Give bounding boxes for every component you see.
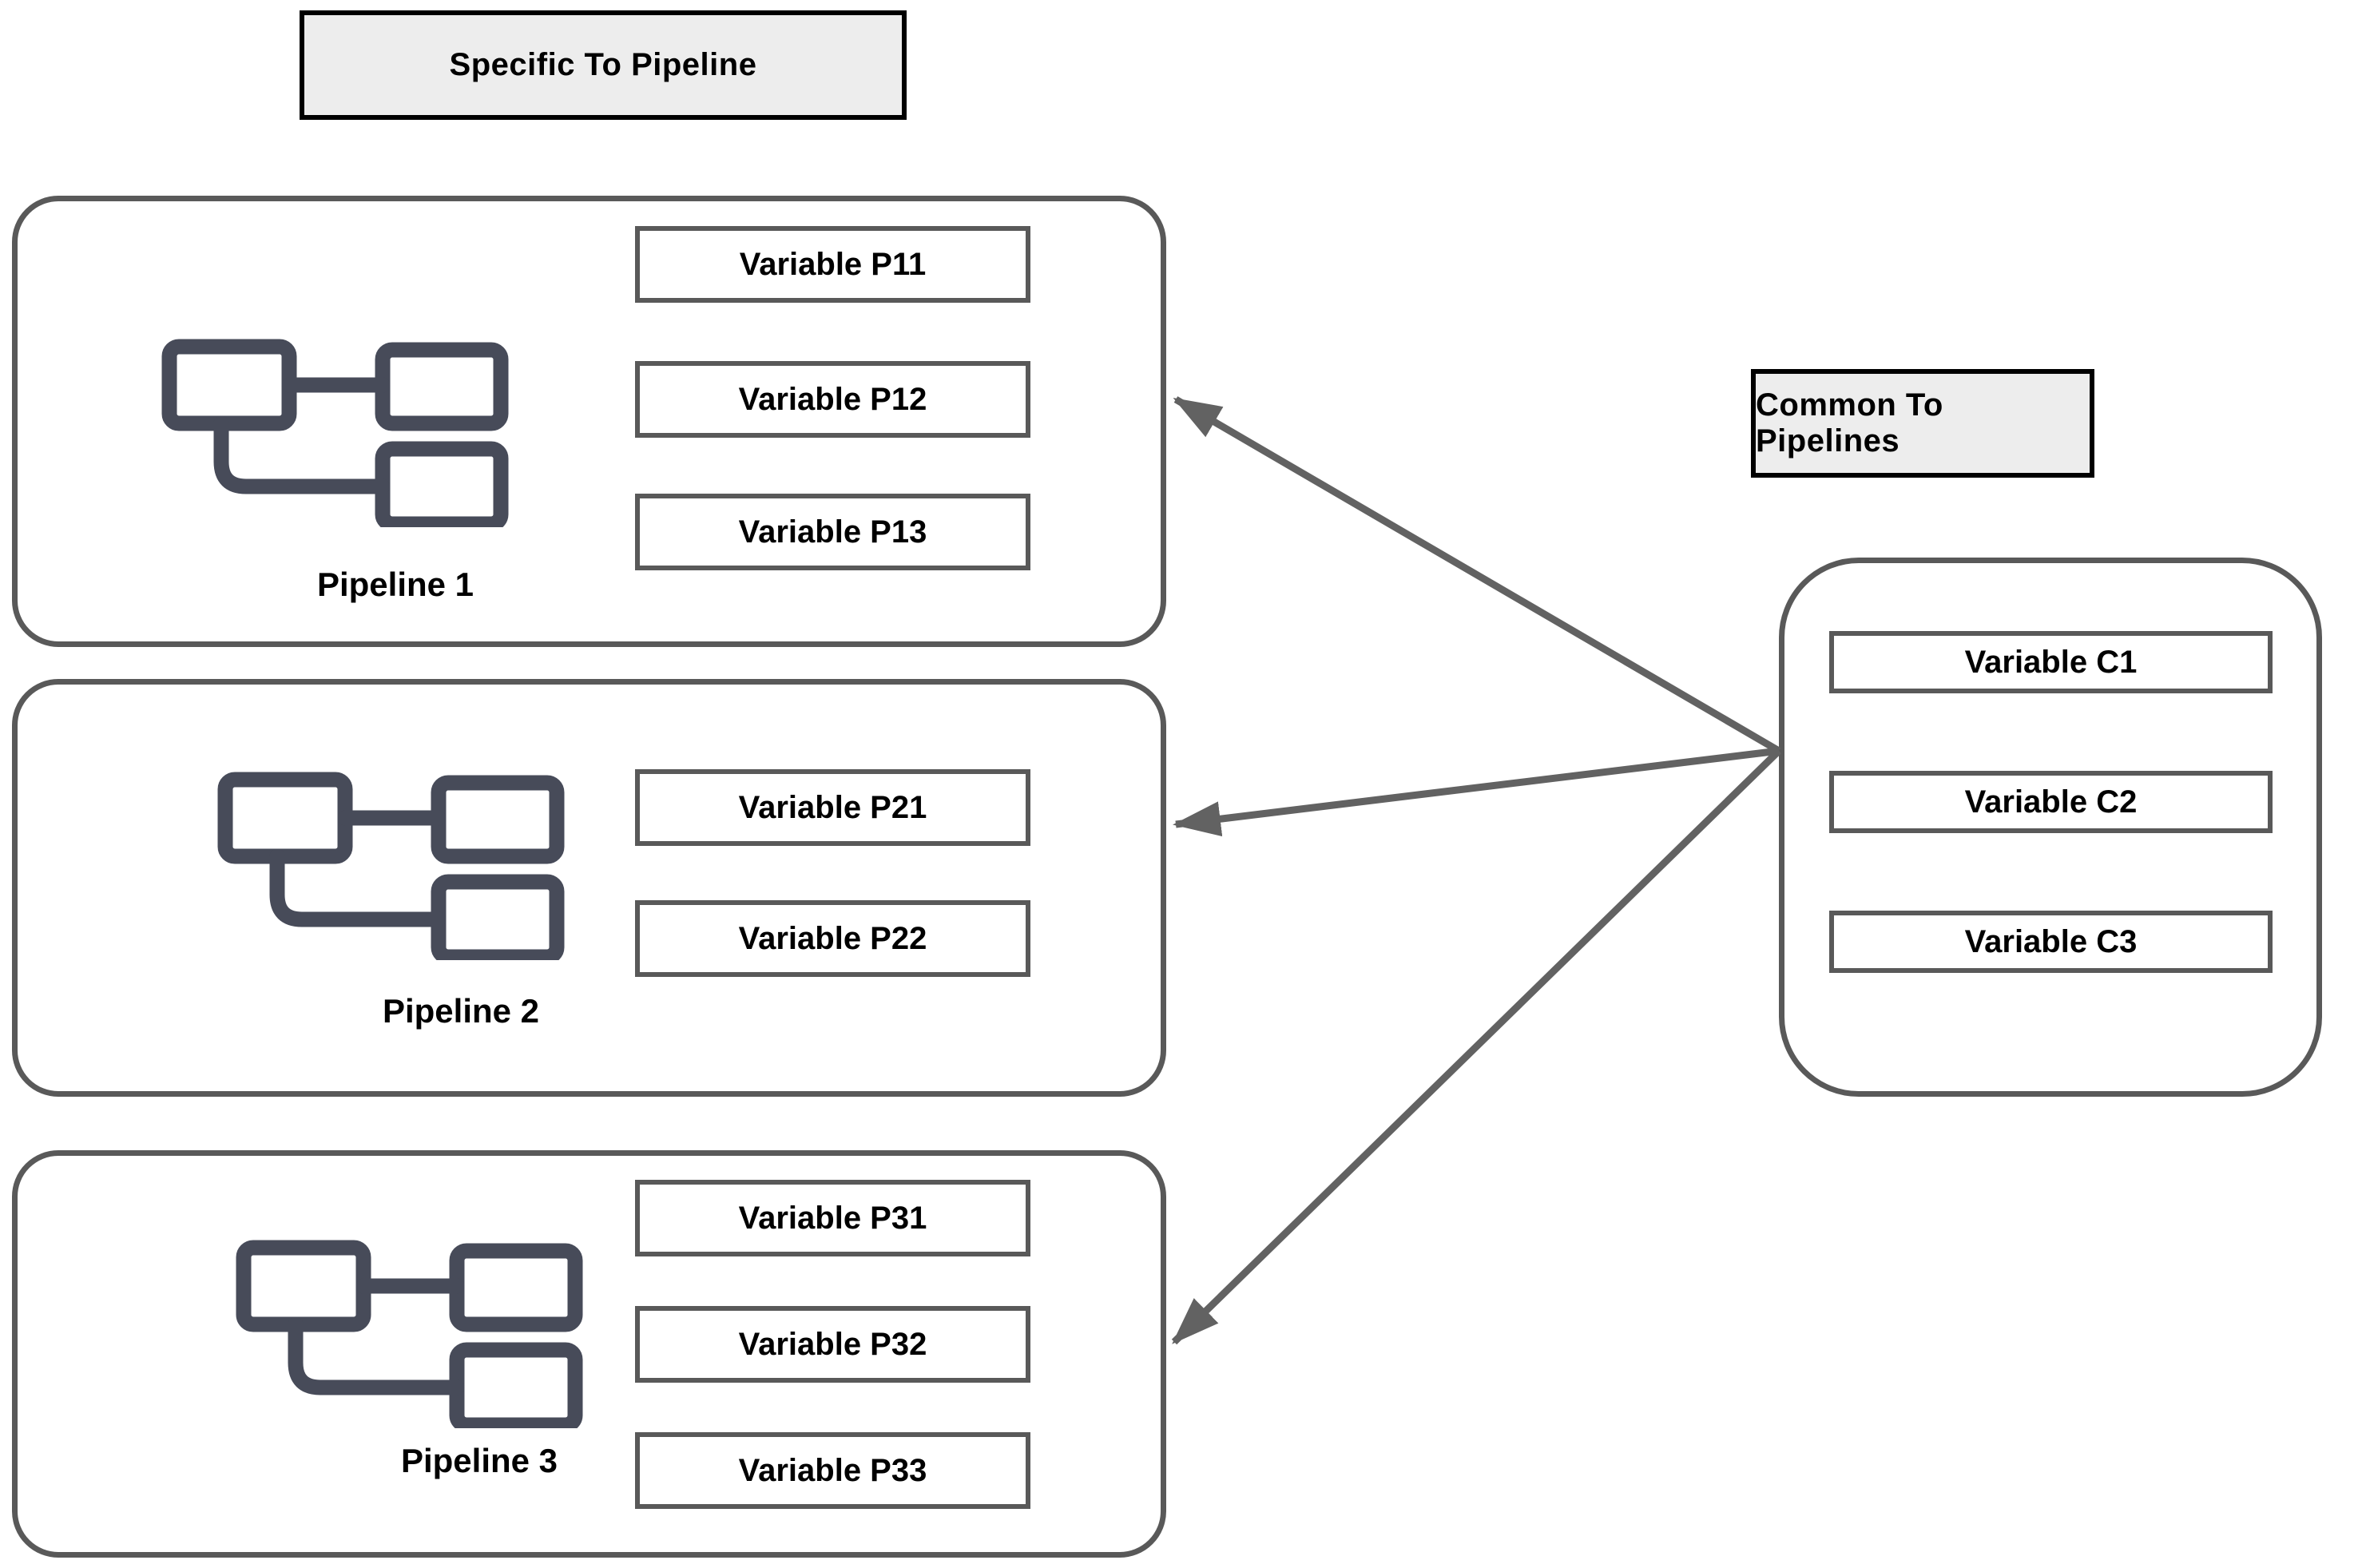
arrow-common-to-pipeline-3 [1171,748,1782,1345]
arrow-common-to-pipeline-2 [1173,747,1780,837]
variable-box-p31: Variable P31 [635,1180,1030,1256]
variable-box-p22: Variable P22 [635,900,1030,977]
variable-box-p32: Variable P32 [635,1306,1030,1383]
left-group-title: Specific To Pipeline [300,10,907,120]
variable-box-c2: Variable C2 [1829,771,2273,833]
pipeline-2-box [12,679,1166,1097]
pipeline-1-label: Pipeline 1 [316,566,474,603]
variable-box-p11: Variable P11 [635,226,1030,303]
variable-box-p12: Variable P12 [635,361,1030,438]
workflow-icon [161,339,509,527]
variable-box-c1: Variable C1 [1829,631,2273,693]
right-group-title: Common To Pipelines [1751,369,2094,478]
pipeline-3-label: Pipeline 3 [400,1442,558,1479]
workflow-icon [236,1240,583,1428]
variable-box-p21: Variable P21 [635,769,1030,846]
pipeline-2-label: Pipeline 2 [382,992,540,1030]
variable-box-p33: Variable P33 [635,1432,1030,1509]
arrow-common-to-pipeline-1 [1173,396,1781,754]
variable-box-p13: Variable P13 [635,494,1030,570]
workflow-icon [217,772,565,960]
variable-box-c3: Variable C3 [1829,911,2273,973]
